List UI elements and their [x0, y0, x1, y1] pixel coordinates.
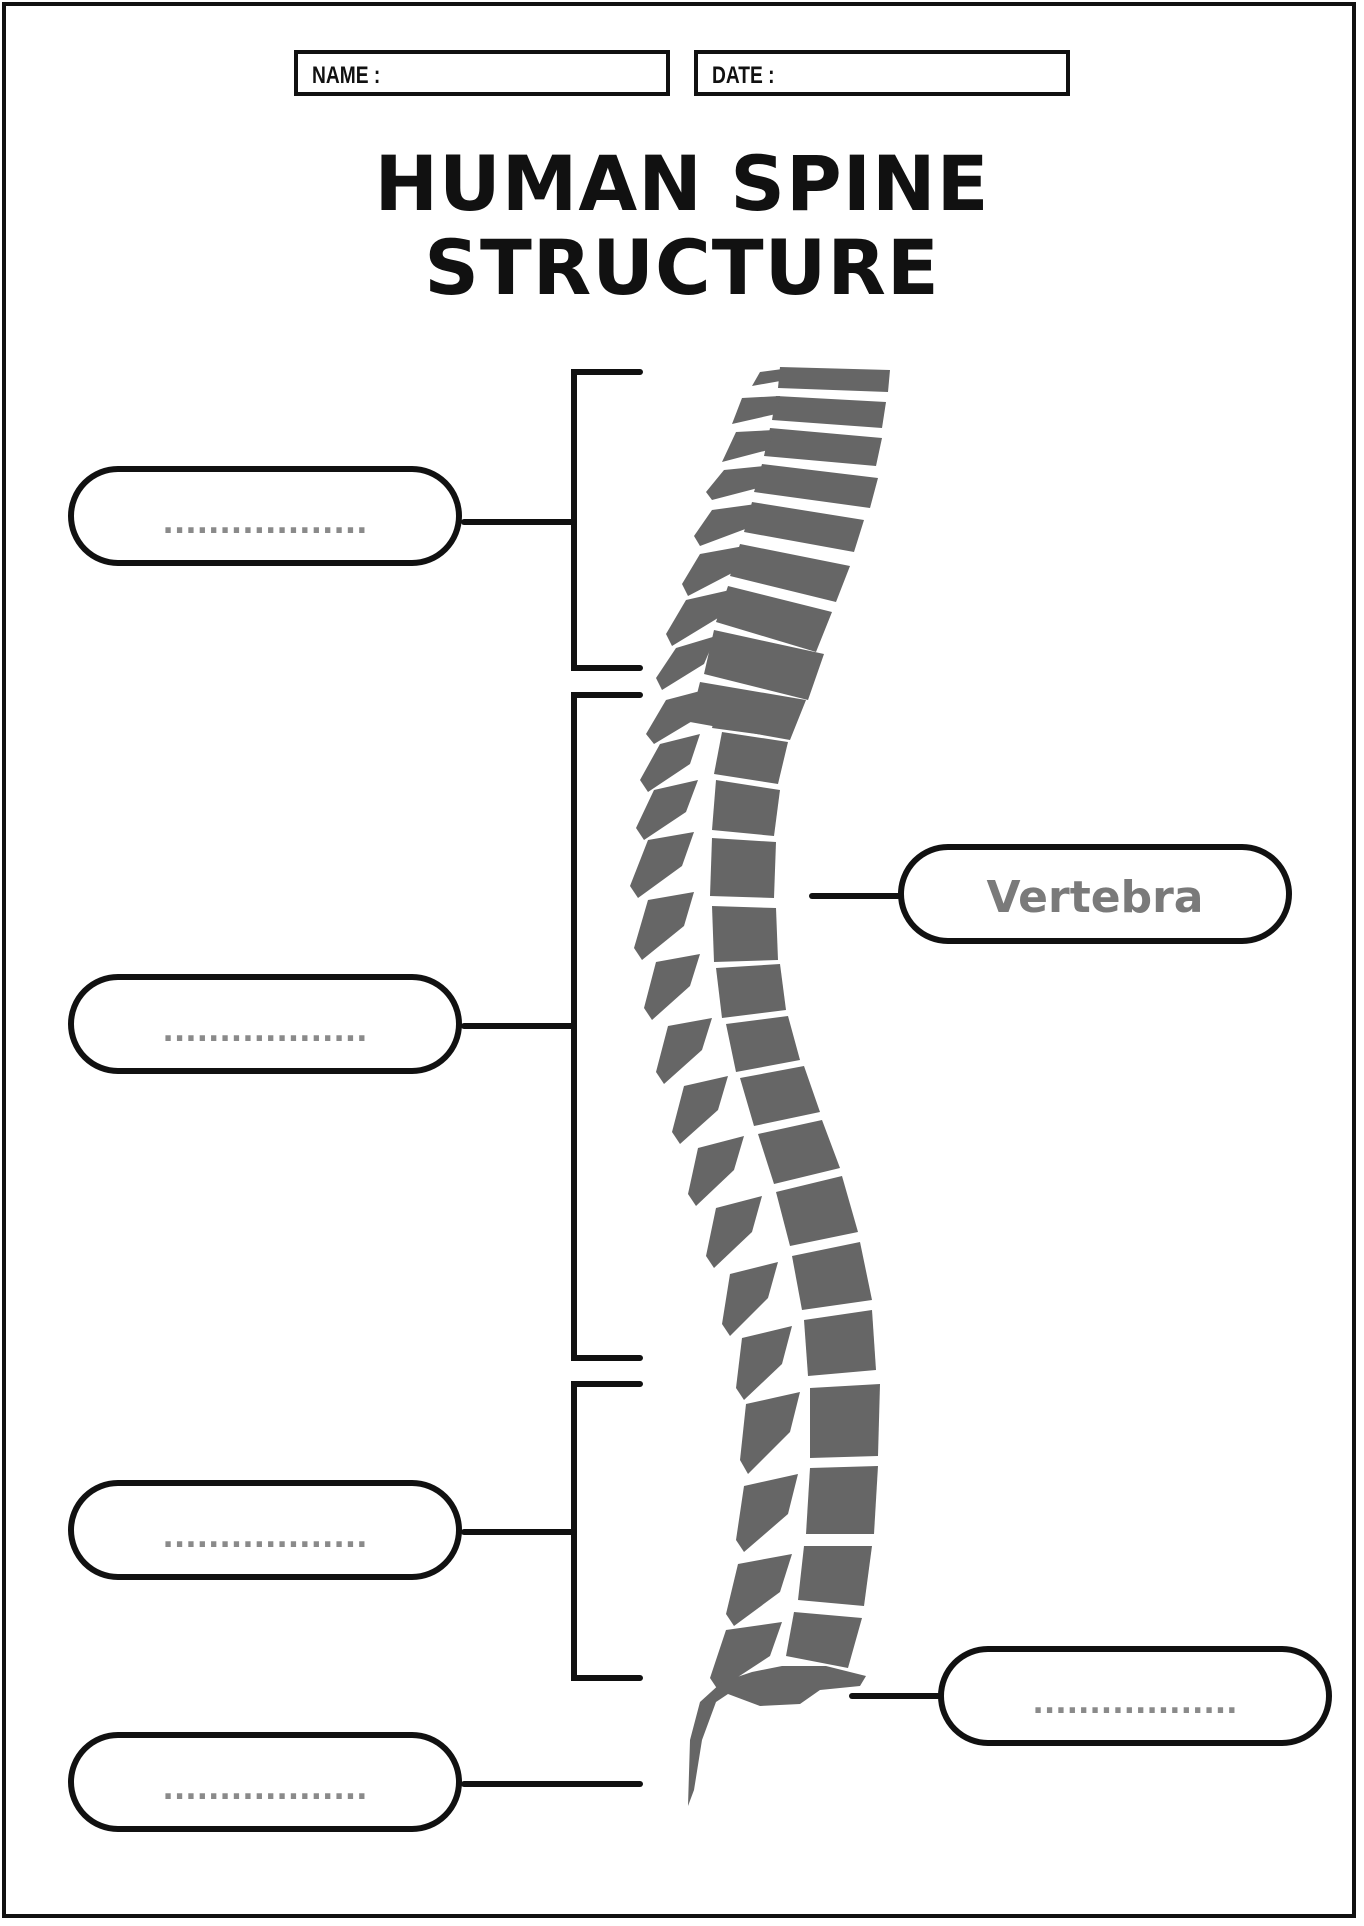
vertebra-label-box: Vertebra: [898, 844, 1292, 944]
date-label: DATE :: [712, 62, 775, 89]
thoracic-answer-blank: ..................: [162, 1014, 368, 1049]
thoracic-bracket: [571, 692, 643, 1361]
coccyx-answer-blank: ..................: [162, 1772, 368, 1807]
name-field[interactable]: NAME :: [294, 50, 670, 96]
thoracic-vertebrae: [630, 688, 876, 1400]
title-line-2: STRUCTURE: [424, 223, 940, 312]
thoracic-answer-box[interactable]: ..................: [68, 974, 462, 1074]
name-label: NAME :: [312, 62, 381, 89]
lumbar-answer-blank: ..................: [162, 1520, 368, 1555]
sacrum-answer-box[interactable]: ..................: [938, 1646, 1332, 1746]
lumbar-bracket: [571, 1381, 643, 1681]
cervical-bracket: [571, 369, 643, 671]
vertebra-label: Vertebra: [986, 872, 1204, 923]
cervical-answer-box[interactable]: ..................: [68, 466, 462, 566]
title-line-1: HUMAN SPINE: [374, 139, 990, 228]
coccyx-answer-box[interactable]: ..................: [68, 1732, 462, 1832]
date-field[interactable]: DATE :: [694, 50, 1070, 96]
bracket-lines: [461, 369, 941, 1787]
lumbar-answer-box[interactable]: ..................: [68, 1480, 462, 1580]
cervical-answer-blank: ..................: [162, 506, 368, 541]
sacrum-answer-blank: ..................: [1032, 1686, 1238, 1721]
lumbar-vertebrae: [710, 1384, 880, 1690]
spine-illustration: [630, 367, 890, 1806]
sacrum: [688, 1666, 866, 1806]
cervical-vertebrae: [656, 367, 890, 740]
